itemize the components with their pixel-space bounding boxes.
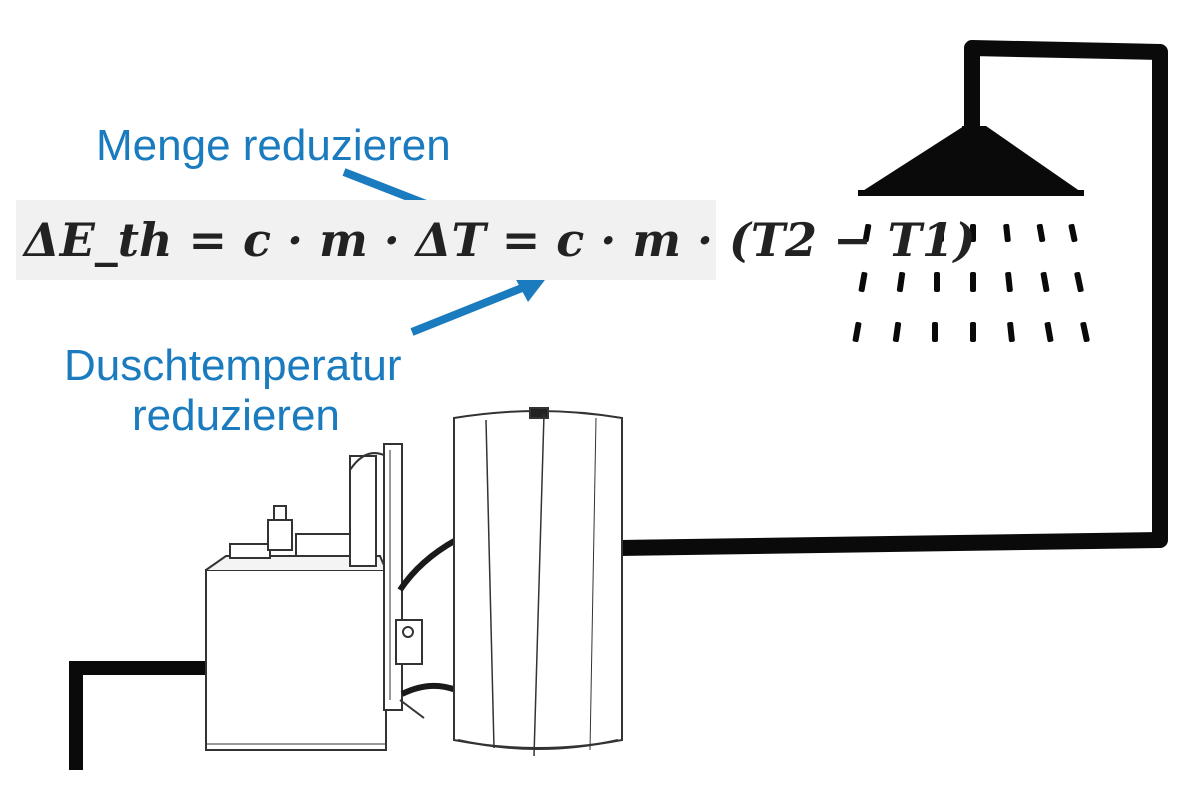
hot-water-tank-icon [453,407,623,757]
water-drops [852,223,1090,343]
label-menge-reduzieren: Menge reduzieren [96,121,451,170]
label-duschtemperatur: Duschtemperatur [64,341,402,390]
arrow-duschtemperatur [410,276,548,336]
label-reduzieren: reduzieren [132,391,340,440]
energy-formula: ΔE_th = c · m · ΔT = c · m · (T2 − T1) [16,200,976,280]
hot-water-pipe [619,40,1168,556]
boiler-icon [205,443,425,751]
cold-water-pipe [69,661,206,770]
shower-head-icon [852,126,1090,343]
connecting-hoses [397,537,458,697]
